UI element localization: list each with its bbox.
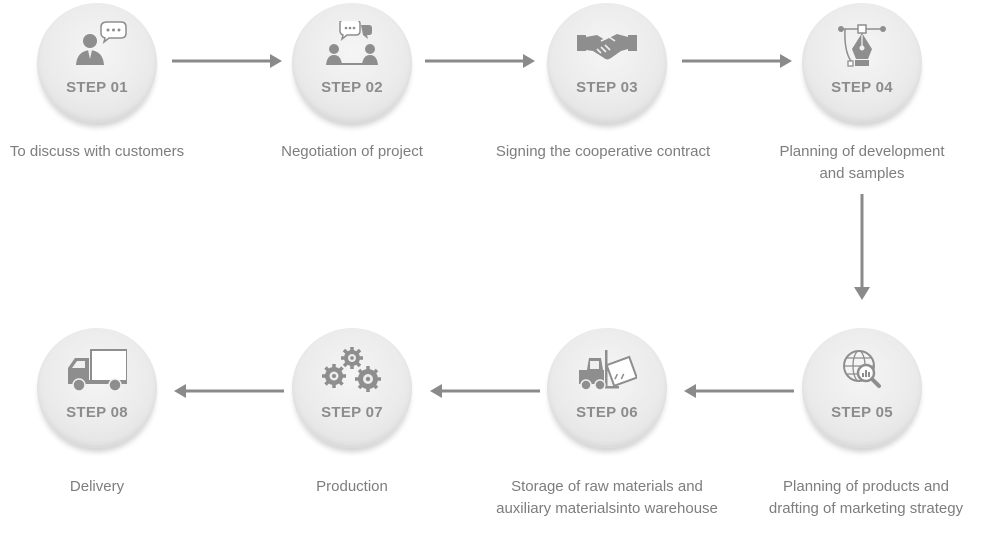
step-label: STEP 06 bbox=[576, 404, 638, 421]
step-caption: Storage of raw materials and auxiliary m… bbox=[496, 478, 718, 517]
arrow-left-icon bbox=[174, 384, 284, 398]
globe-search-icon bbox=[832, 346, 892, 394]
arrow-down-icon bbox=[854, 194, 870, 300]
arrow-right-icon bbox=[172, 54, 282, 68]
step-circle bbox=[802, 328, 922, 448]
step-caption: Production bbox=[316, 478, 388, 495]
arrow-right-icon bbox=[425, 54, 535, 68]
step-caption: Delivery bbox=[69, 478, 125, 495]
step-08: STEP 08 bbox=[37, 328, 157, 458]
step-caption: Planning of development and samples bbox=[779, 143, 945, 182]
arrow-left-icon bbox=[430, 384, 540, 398]
pen-tool-icon bbox=[832, 21, 892, 69]
step-06: STEP 06 bbox=[547, 328, 667, 458]
step-label: STEP 05 bbox=[831, 404, 893, 421]
step-02: STEP 02 bbox=[292, 3, 412, 133]
forklift-icon bbox=[577, 346, 637, 394]
step-label: STEP 01 bbox=[66, 79, 128, 96]
step-label: STEP 08 bbox=[66, 404, 128, 421]
step-07: STEP 07 bbox=[292, 328, 412, 458]
step-label: STEP 02 bbox=[321, 79, 383, 96]
negotiation-icon bbox=[322, 21, 382, 69]
handshake-icon bbox=[577, 21, 637, 69]
arrow-left-icon bbox=[684, 384, 794, 398]
step-caption: To discuss with customers bbox=[9, 143, 185, 160]
truck-icon bbox=[67, 346, 127, 394]
step-circle bbox=[37, 328, 157, 448]
step-04: STEP 04 bbox=[802, 3, 922, 133]
step-circle bbox=[547, 3, 667, 123]
step-01: STEP 01 bbox=[37, 3, 157, 133]
step-05: STEP 05 bbox=[802, 328, 922, 458]
step-caption: Negotiation of project bbox=[281, 143, 423, 160]
gears-icon bbox=[322, 346, 382, 394]
arrow-right-icon bbox=[682, 54, 792, 68]
customer-chat-icon bbox=[67, 21, 127, 69]
step-caption: Planning of products and drafting of mar… bbox=[768, 478, 964, 517]
step-03: STEP 03 bbox=[547, 3, 667, 133]
step-caption: Signing the cooperative contract bbox=[495, 143, 711, 160]
step-label: STEP 07 bbox=[321, 404, 383, 421]
step-label: STEP 04 bbox=[831, 79, 893, 96]
step-label: STEP 03 bbox=[576, 79, 638, 96]
